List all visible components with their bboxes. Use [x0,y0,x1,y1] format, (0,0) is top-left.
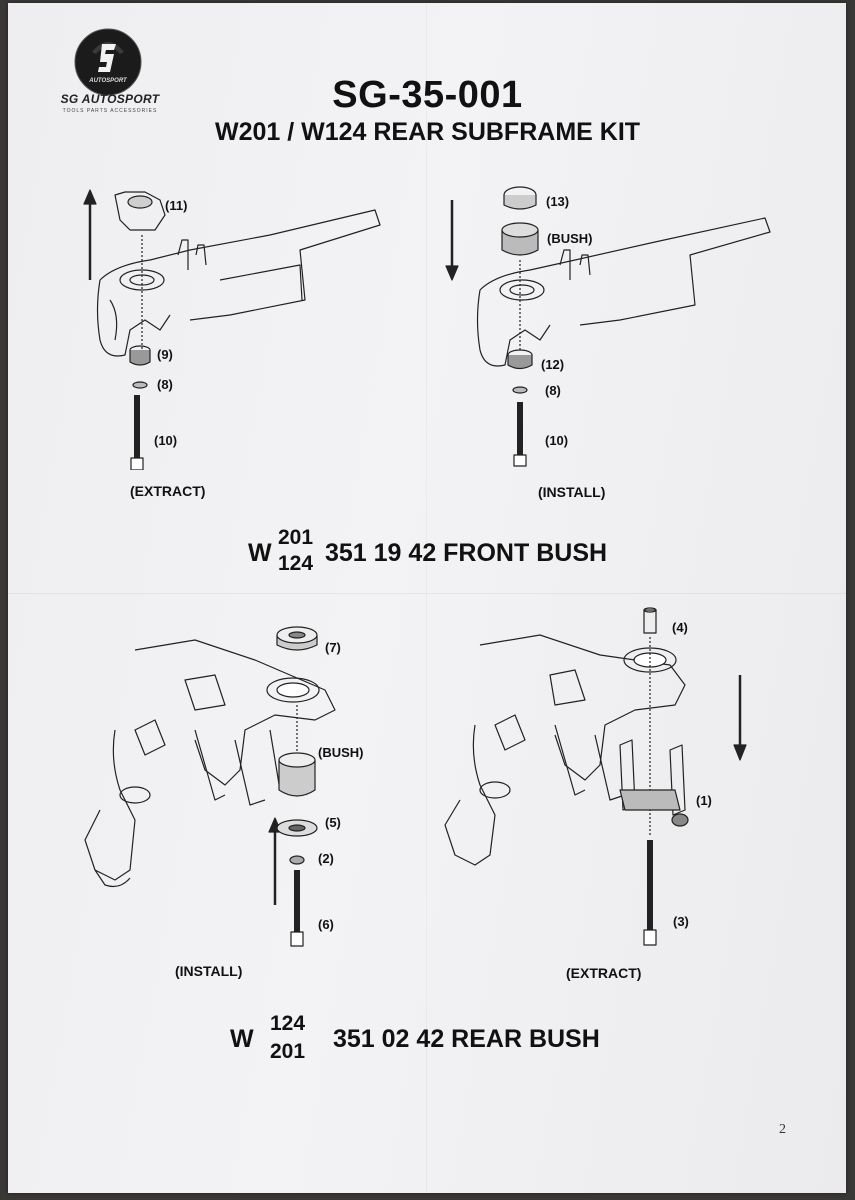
part-label: (3) [673,914,689,929]
model-prefix: W [248,539,272,567]
rear-bush-install-diagram [84,626,336,947]
rear-bush-extract-diagram [444,607,747,946]
part-label: (11) [165,198,188,213]
part-label: (2) [318,851,334,866]
part-label: (1) [696,793,712,808]
diagram-caption: (INSTALL) [538,484,606,500]
part-label: (BUSH) [318,745,364,760]
document-title: W201 / W124 REAR SUBFRAME KIT [214,118,641,146]
model-prefix: W [230,1025,254,1053]
page-number: 2 [779,1122,786,1137]
diagram-caption: (EXTRACT) [566,965,642,981]
diagram-caption: (EXTRACT) [130,483,206,499]
document-code: SG-35-001 [332,74,523,116]
model-bottom: 124 [278,552,314,575]
sg-autosport-logo: AUTOSPORT [74,28,142,96]
brand-name: SG AUTOSPORT [60,92,160,106]
paper-fold [8,593,846,594]
part-label: (9) [157,347,173,362]
part-label: (BUSH) [547,231,593,246]
front-bush-extract-diagram [83,189,381,470]
svg-text:AUTOSPORT: AUTOSPORT [88,78,128,84]
diagram-caption: (INSTALL) [175,963,243,979]
part-label: (8) [157,377,173,392]
part-label: (10) [545,433,569,448]
part-description: 351 19 42 FRONT BUSH [325,539,608,567]
model-top: 201 [278,526,314,549]
rear-bush-part-number: W 124 201 351 02 42 REAR BUSH [230,1012,630,1067]
part-label: (13) [546,194,570,209]
brand-tagline: TOOLS PARTS ACCESSORIES [62,108,158,114]
front-bush-install-diagram [445,186,771,467]
model-top: 124 [270,1012,306,1035]
part-description: 351 02 42 REAR BUSH [333,1025,600,1053]
part-label: (6) [318,917,334,932]
model-bottom: 201 [270,1040,306,1063]
front-bush-part-number: W 201 124 351 19 42 FRONT BUSH [248,526,618,578]
part-label: (12) [541,357,565,372]
part-label: (7) [325,640,341,655]
part-label: (8) [545,383,561,398]
part-label: (10) [154,433,178,448]
part-label: (5) [325,815,341,830]
part-label: (4) [672,620,688,635]
